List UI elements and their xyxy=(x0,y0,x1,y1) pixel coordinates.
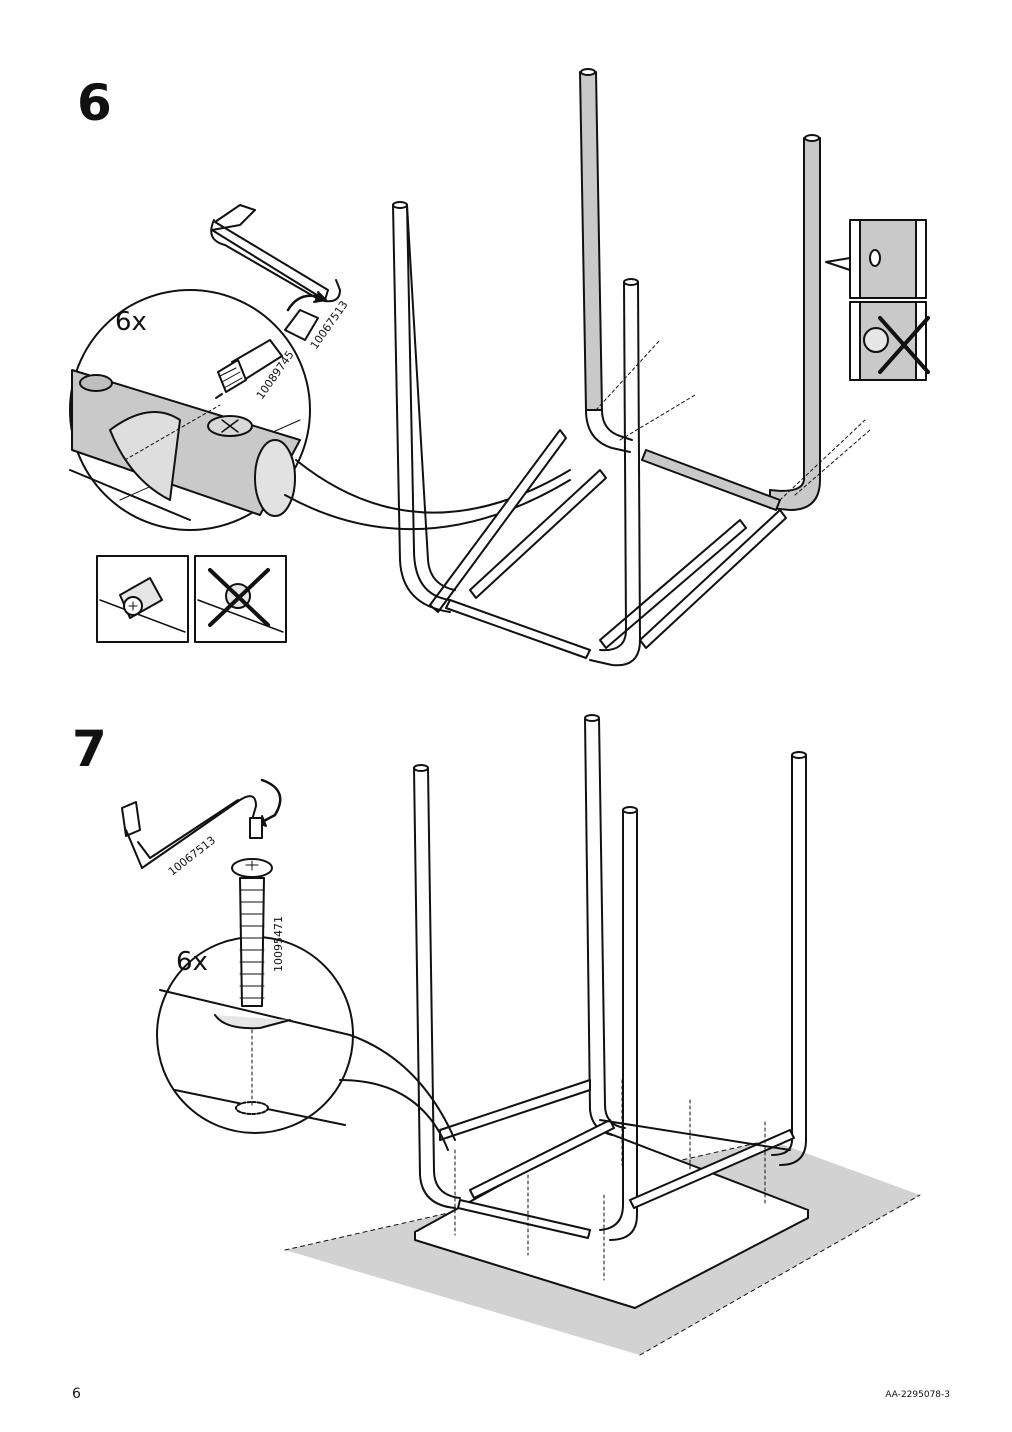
step6-wrong-box xyxy=(194,555,287,643)
step7-quantity: 6x xyxy=(176,947,208,977)
step7-wrench-part-number: 10067513 xyxy=(166,834,218,879)
document-code: AA-2295078-3 xyxy=(885,1390,950,1400)
step6-quantity: 6x xyxy=(115,307,147,337)
step-7-number: 7 xyxy=(72,720,107,778)
step6-detail-circle xyxy=(69,289,311,531)
step6-connector-bolt xyxy=(215,339,283,399)
step7-detail-circle xyxy=(156,936,354,1134)
step-6-number: 6 xyxy=(77,74,112,132)
step6-allen-key xyxy=(210,204,341,341)
page-number: 6 xyxy=(72,1386,81,1402)
step6-correct-box xyxy=(96,555,189,643)
step7-allen-key xyxy=(121,778,282,869)
step7-bolt xyxy=(231,858,273,1007)
step6-stool-frame xyxy=(392,68,871,667)
step6-hole-detail xyxy=(825,219,930,381)
step7-bolt-part-number: 10095471 xyxy=(272,916,285,972)
step7-stool-frame xyxy=(413,714,807,1281)
